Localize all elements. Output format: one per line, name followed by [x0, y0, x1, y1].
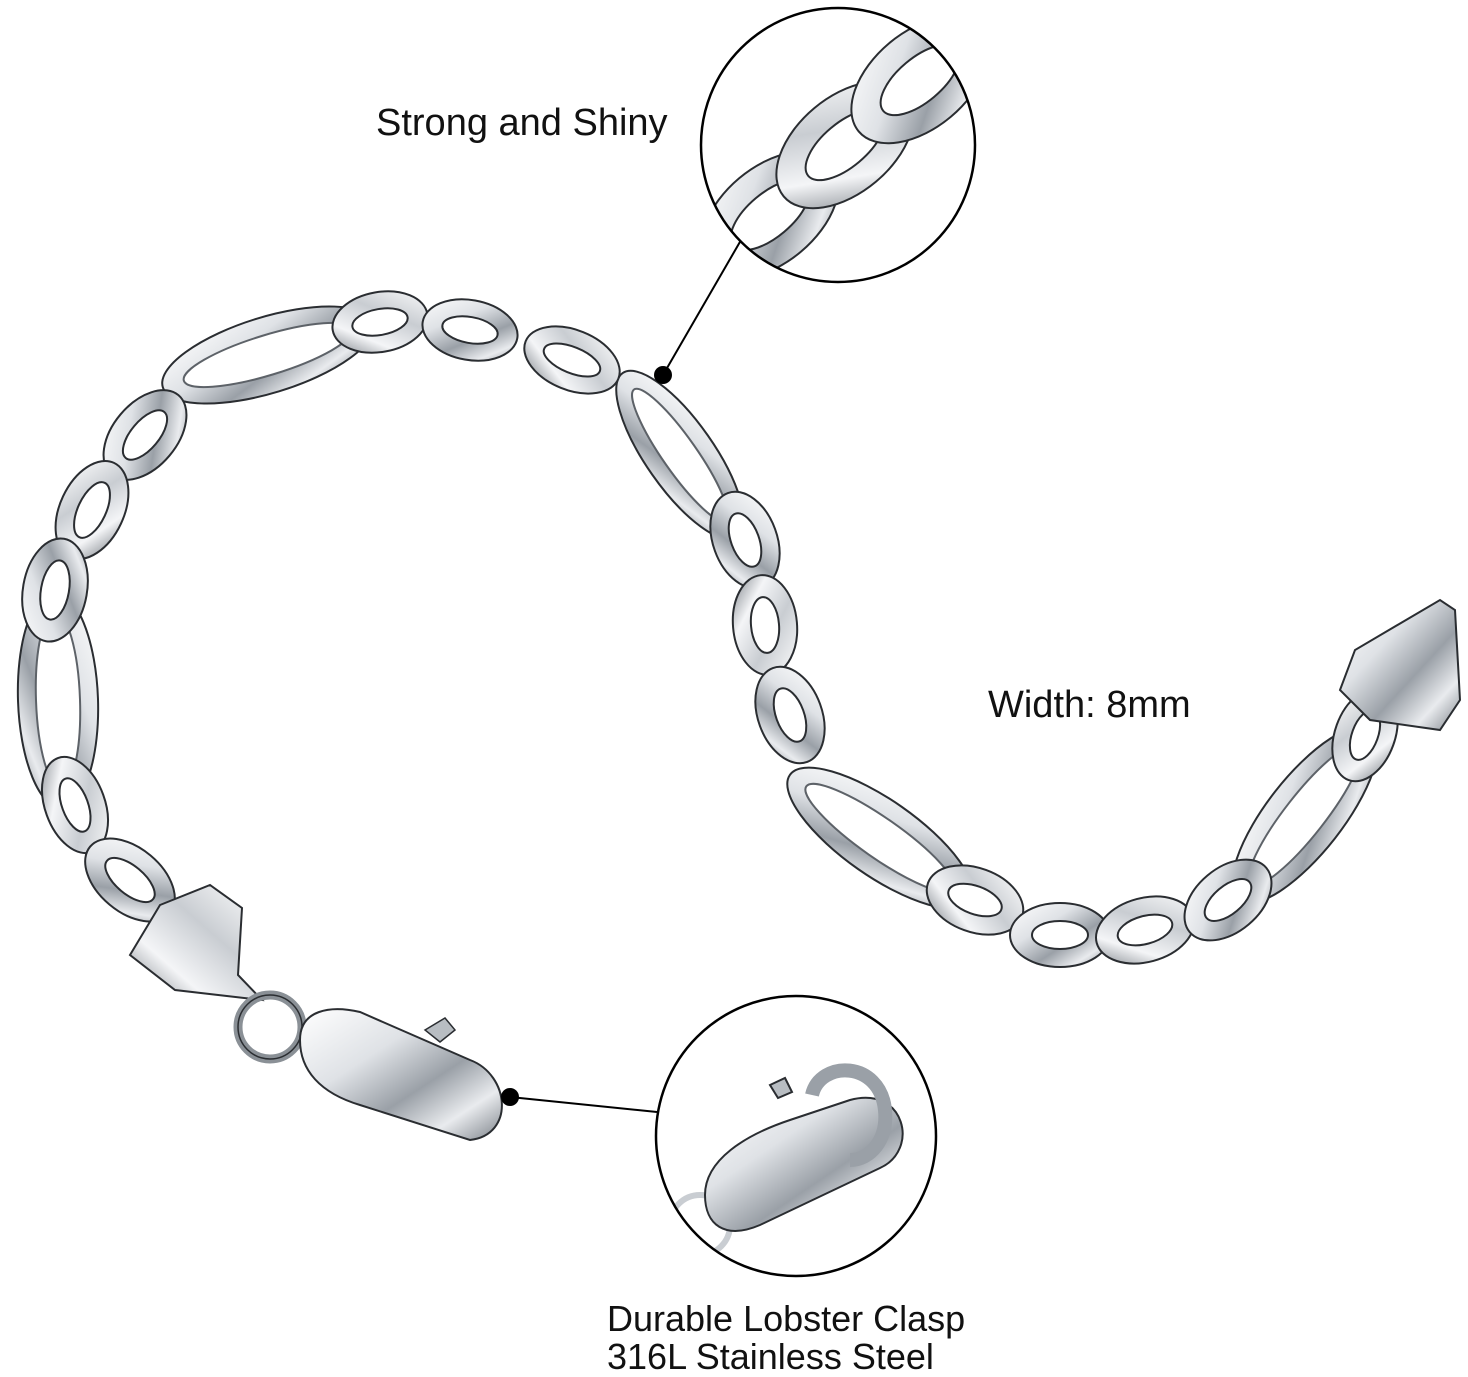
bracelet-chain	[16, 290, 1462, 1142]
callout-dot	[654, 366, 672, 384]
clasp-label-line1: Durable Lobster Clasp	[607, 1298, 966, 1339]
callout-dot	[501, 1088, 519, 1106]
zoom-circle-border	[699, 6, 977, 284]
chain-detail-zoom	[654, 6, 977, 384]
clasp-detail-zoom	[501, 994, 938, 1278]
curb-links	[21, 290, 1399, 968]
clasp-material-label: Durable Lobster Clasp 316L Stainless Ste…	[607, 1300, 965, 1376]
end-cap	[1338, 598, 1462, 732]
width-label: Width: 8mm	[988, 684, 1191, 726]
end-cap	[128, 883, 265, 1002]
strong-and-shiny-label: Strong and Shiny	[376, 102, 668, 144]
clasp-label-line2: 316L Stainless Steel	[607, 1335, 934, 1377]
callout-line	[509, 1096, 658, 1113]
figaro-long-link	[161, 305, 375, 405]
callout-line	[662, 227, 749, 376]
lobster-clasp	[298, 1008, 503, 1142]
zoom-circle-border	[654, 994, 938, 1278]
